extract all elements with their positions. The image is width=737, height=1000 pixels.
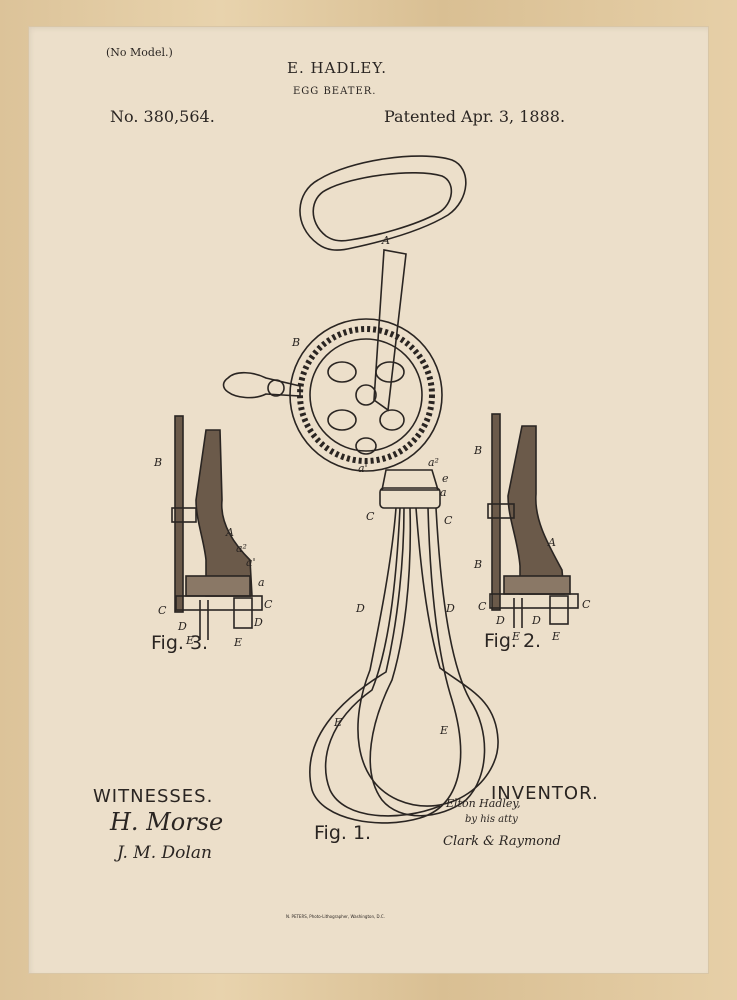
label-d-right-fig3: D [253,616,263,629]
figure-1-caption: Fig. 1. [314,822,372,844]
label-d-right-fig1: D [445,602,455,615]
gear-wheel-rim [297,326,435,464]
label-a-fig1: A [381,234,390,247]
label-c-right-fig1: C [444,514,453,527]
gear-wheel-inner [309,338,423,452]
crank-handle [222,371,301,399]
label-a-two-fig1: a² [428,456,439,469]
handle-loop-inner [312,172,453,242]
wire-loop-2 [309,507,462,824]
wire-loop-4 [324,507,441,817]
label-a-prime-fig1: a' [358,462,368,475]
patent-title: EGG BEATER. [293,86,377,97]
label-b-bottom-fig2: B [473,558,482,571]
gear-wheel-outer [289,318,443,472]
label-a-fig2: A [547,536,556,549]
inventor-label: INVENTOR. [491,783,599,804]
label-a-fig3: A [225,526,234,539]
label-b-fig3: B [153,456,162,469]
figure-2-caption: Fig. 2. [484,630,542,652]
label-b-top-fig2: B [473,444,482,457]
fig2-section [487,413,579,628]
label-a-two-fig3: a² [236,542,247,555]
inventor-signature-2: by his atty [465,814,518,825]
label-c-left-fig3: C [158,604,167,617]
patent-date: Patented Apr. 3, 1888. [384,107,566,126]
label-c-left-fig1: C [366,510,375,523]
label-d-left-fig3: D [177,620,187,633]
label-c-right-fig2: C [582,598,591,611]
label-e-left-fig1: E [333,716,342,729]
label-e-left-fig2: E [511,630,520,643]
label-c-right-fig3: C [264,598,273,611]
handle-loop [299,155,467,251]
figure-3-caption: Fig. 3. [151,632,209,654]
patent-sheet [28,26,709,974]
collar [379,487,441,509]
label-e-right-fig3: E [233,636,242,649]
wire-loop-3 [369,507,486,817]
label-d-left-fig2: D [495,614,505,627]
label-d-left-fig1: D [355,602,365,615]
gear-hub [355,384,377,406]
label-a-small-fig3: a [258,576,265,589]
label-c-left-fig2: C [478,600,487,613]
label-a-small-fig1: a [440,486,447,499]
label-e-left-fig3: E [185,634,194,647]
witnesses-label: WITNESSES. [93,786,214,807]
label-e-right-fig1: E [439,724,448,737]
lithographer-credit: N. PETERS, Photo-Lithographer, Washingto… [286,914,385,919]
label-d-right-fig2: D [531,614,541,627]
wire-loop-1 [357,507,499,807]
label-b-fig1: B [291,336,300,349]
inventor-name: E. HADLEY. [287,59,388,77]
patent-number: No. 380,564. [110,107,215,126]
shaft [373,249,407,412]
witness-signature-2: J. M. Dolan [117,843,212,863]
label-e-right-fig2: E [551,630,560,643]
no-model-note: (No Model.) [106,46,173,59]
label-a-prime-fig3: a' [246,556,256,569]
label-e-small-fig1: e [442,472,449,485]
inventor-signature-3: Clark & Raymond [443,834,561,849]
inventor-signature-1: Elton Hadley, [446,797,521,810]
fig3-section [171,415,263,640]
witness-signature-1: H. Morse [110,808,224,836]
